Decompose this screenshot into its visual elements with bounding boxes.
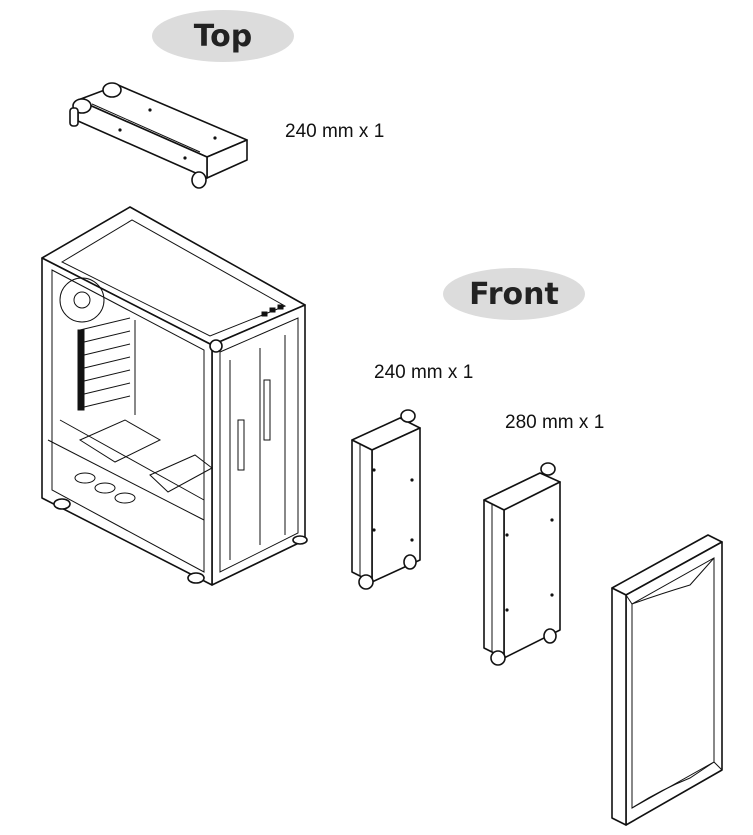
top-radiator-size-label: 240 mm x 1: [285, 121, 385, 142]
front-section-title: Front: [443, 268, 585, 320]
front-radiator-240-size-label: 240 mm x 1: [374, 362, 474, 383]
front-radiator-280-size-label: 280 mm x 1: [505, 412, 605, 433]
pc-case: [41, 206, 308, 586]
front-panel: [611, 534, 723, 826]
top-section-title: Top: [152, 10, 294, 62]
top-radiator-240: [69, 82, 248, 189]
front-radiator-240: [351, 409, 421, 590]
front-radiator-280: [483, 462, 561, 666]
